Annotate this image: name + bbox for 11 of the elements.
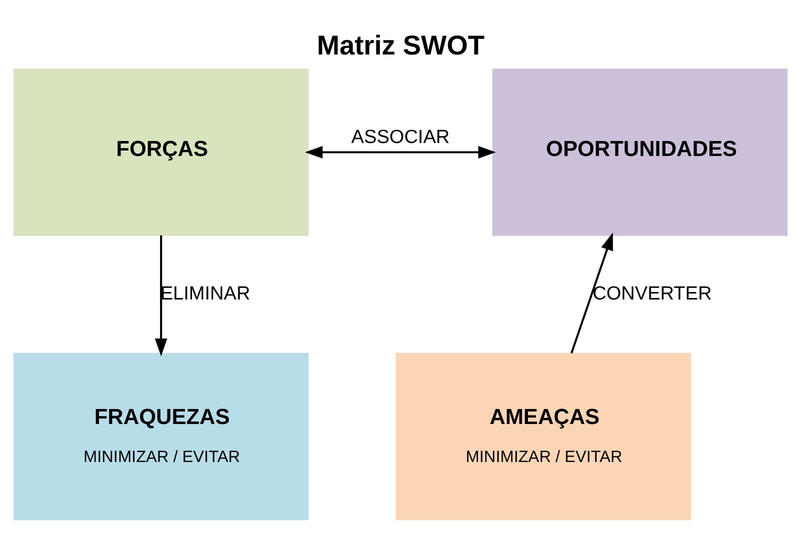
node-box: OPORTUNIDADES [492, 68, 788, 236]
node-box: AMEAÇAS MINIMIZAR / EVITAR [396, 352, 691, 520]
edge-label: ELIMINAR [160, 283, 250, 304]
arrow [154, 235, 168, 356]
edge-label: CONVERTER [592, 283, 712, 304]
arrow [304, 146, 496, 158]
node-box: FORÇAS [13, 68, 309, 236]
node-box: FRAQUEZAS MINIMIZAR / EVITAR [13, 352, 309, 520]
diagram-title: Matriz SWOT [316, 29, 484, 60]
arrow [570, 232, 613, 354]
edge-label: ASSOCIAR [351, 126, 450, 148]
